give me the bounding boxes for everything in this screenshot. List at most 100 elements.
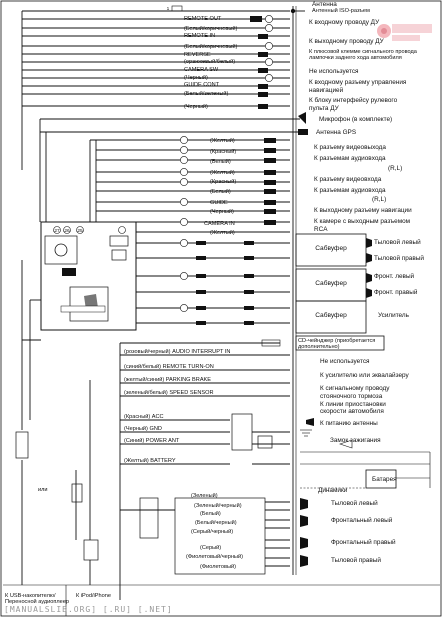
dest-9a: К блоку интерфейсу рулевого (309, 96, 398, 104)
lw-label-8: (Желтый) BATTERY (124, 457, 176, 464)
amp-3-out1: Усилитель (378, 312, 410, 319)
iso-label: Антенный ISO-разъем (312, 7, 370, 14)
spk-dest-2: Фронтальный левый (331, 516, 393, 524)
dest-1: К входному проводу ДУ (309, 19, 380, 26)
amp-box-1 (295, 233, 367, 267)
site-logo (377, 24, 432, 41)
ipod-label: К iPod/iPhone (76, 593, 111, 599)
video-audio-group: (Желтый) (Красный) (Белый) (Желтый) (Кра… (204, 137, 412, 236)
speakers-section: Динамики (Зеленый) (Зеленый/черный) (Бел… (120, 487, 396, 575)
lw-dest-4b: скорости автомобиля (320, 407, 384, 415)
lw-dest-4a: К линии приостановки (320, 401, 386, 408)
dest-3: К выходному проводу ДУ (309, 38, 385, 45)
spk-label-2: (Зеленый/черный) (194, 502, 242, 509)
spk-label-1: (Зеленый) (191, 492, 218, 499)
va-label-2: (Красный) (210, 148, 236, 155)
spk-label-4: (Белый/черный) (195, 519, 237, 526)
spk-label-5: (Серый/черный) (191, 528, 233, 535)
spk-label-3: (Белый) (200, 510, 221, 517)
va-dest-9a: К камере с выходным разъемом (314, 218, 410, 225)
spk-dest-4: Тыловой правый (331, 556, 381, 564)
dest-4: К плюсовой клемме сигнального провода ла… (309, 48, 418, 61)
lw-label-7: (Синий) POWER ANT (124, 437, 180, 444)
dest-7b: навигацией (309, 86, 344, 94)
lw-dest-7: Замок зажигания (330, 437, 381, 444)
ipod-plug-a (71, 483, 83, 503)
head-unit: 27 26 25 (40, 221, 137, 331)
amp-box-3 (295, 300, 367, 334)
spk-dest-3: Фронтальный правый (331, 538, 396, 546)
va-label-3: (Белый) (210, 158, 231, 165)
va-dest-9b: RCA (314, 226, 328, 233)
antenna-section: Антенна Антенный ISO-разъем 1 (22, 1, 370, 14)
dest-12: Антенна GPS (316, 129, 356, 136)
amp-box-3-label: Сабвуфер (315, 311, 347, 319)
cd-changer: CD-чейнджер (приобретается дополнительно… (120, 335, 385, 351)
speaker-harness-box (174, 497, 266, 575)
dest-6: Не используется (309, 68, 359, 75)
lw-dest-5: К питанию антенны (320, 420, 378, 427)
lw-label-2: (синий/белый) REMOTE TURN-ON (124, 363, 214, 370)
va-label-4: (Желтый) (210, 169, 235, 176)
lw-dest-8: Батарея (372, 476, 397, 483)
amp-2-out2: Фронт. правый (374, 288, 418, 296)
rca-plugs (196, 16, 308, 325)
va-label-6: (Белый) (210, 188, 231, 195)
spk-dest-1: Тыловой левый (331, 499, 378, 507)
wire-label-9: GUIDE CONT (184, 82, 220, 88)
va-dest-5b: (R,L) (372, 196, 386, 203)
cd-changer-label: CD-чейнджер (приобретается дополнительно… (298, 337, 377, 350)
lower-wire-group: (розовый/черный) AUDIO INTERRUPT IN (син… (119, 343, 431, 600)
lw-label-5: (Красный) ACC (124, 413, 164, 420)
battery-box (365, 469, 397, 489)
ipod-plug-b (83, 539, 99, 561)
usb-plug (15, 431, 29, 459)
usb-ipod-cables: или К USB-накопителю/ Переносной аудиопл… (3, 260, 440, 616)
amp-box-1-label: Сабвуфер (315, 244, 347, 252)
amp-box-2-label: Сабвуфер (315, 279, 347, 287)
or-label: или (38, 487, 48, 493)
svg-text:25: 25 (77, 228, 83, 234)
lw-label-4: (зеленый/белый) SPEED SENSOR (124, 389, 214, 396)
watermark: [MANUALSLIB.ORG] [.RU] [.NET] (4, 605, 173, 614)
lw-dest-3a: К сигнальному проводу (320, 385, 390, 392)
va-label-1: (Желтый) (210, 137, 235, 144)
label-plate (69, 286, 109, 322)
head-unit-body (40, 221, 137, 331)
lw-dest-3b: стояночного тормоза (320, 393, 383, 400)
wire-label-10: (Белый/зеленый) (184, 90, 228, 97)
va-label-10: (Желтый) (210, 229, 235, 236)
amp-1-out1: Тыловой левый (374, 238, 421, 246)
lw-label-1: (розовый/черный) AUDIO INTERRUPT IN (124, 348, 230, 355)
va-dest-2: К разъемам аудиовхода (314, 155, 386, 162)
fuse-block (231, 413, 253, 451)
wire-label-5: REVERSE (184, 52, 211, 58)
amp-1-out2: Тыловой правый (374, 254, 424, 262)
spk-label-7: (Фиолетовый/черный) (186, 553, 243, 560)
svg-text:27: 27 (54, 228, 60, 234)
dest-7a: К входному разъему управления (309, 79, 407, 86)
va-dest-7: К выходному разъему навигации (314, 207, 412, 214)
va-dest-5: К разъемам аудиовхода (314, 187, 386, 194)
va-label-8: (Черный) (210, 208, 234, 215)
wire-label-8: (Черный) (184, 74, 208, 81)
wire-label-2: (Белый/коричневый) (184, 25, 238, 32)
va-dest-2b: (R,L) (388, 165, 402, 172)
wire-label-6: (оранжевый/белый) (184, 58, 235, 65)
wire-label-4: (Белый/коричневый) (184, 43, 238, 50)
va-label-5: (Красный) (210, 178, 236, 185)
spk-label-6: (Серый) (200, 544, 221, 551)
va-label-7: GUIDE (210, 200, 228, 206)
antenna-label: Антенна (312, 1, 337, 8)
va-dest-1: К разъему видеовыхода (314, 144, 386, 151)
va-label-9: CAMERA IN (204, 221, 235, 227)
spk-label-8: (Фиолетовый) (200, 563, 236, 570)
lw-dest-1: Не используется (320, 358, 370, 365)
lw-label-6: (Черный) GND (124, 425, 162, 432)
lw-dest-2: К усилителю или эквалайзеру (320, 371, 410, 379)
usb-label: К USB-накопителю/ Переносной аудиоплеер (5, 593, 69, 605)
va-dest-4: К разъему видеовхода (314, 176, 382, 183)
amp-2-out1: Фронт. левый (374, 272, 415, 280)
lw-label-3: (желтый/синий) PARKING BRAKE (124, 376, 211, 383)
